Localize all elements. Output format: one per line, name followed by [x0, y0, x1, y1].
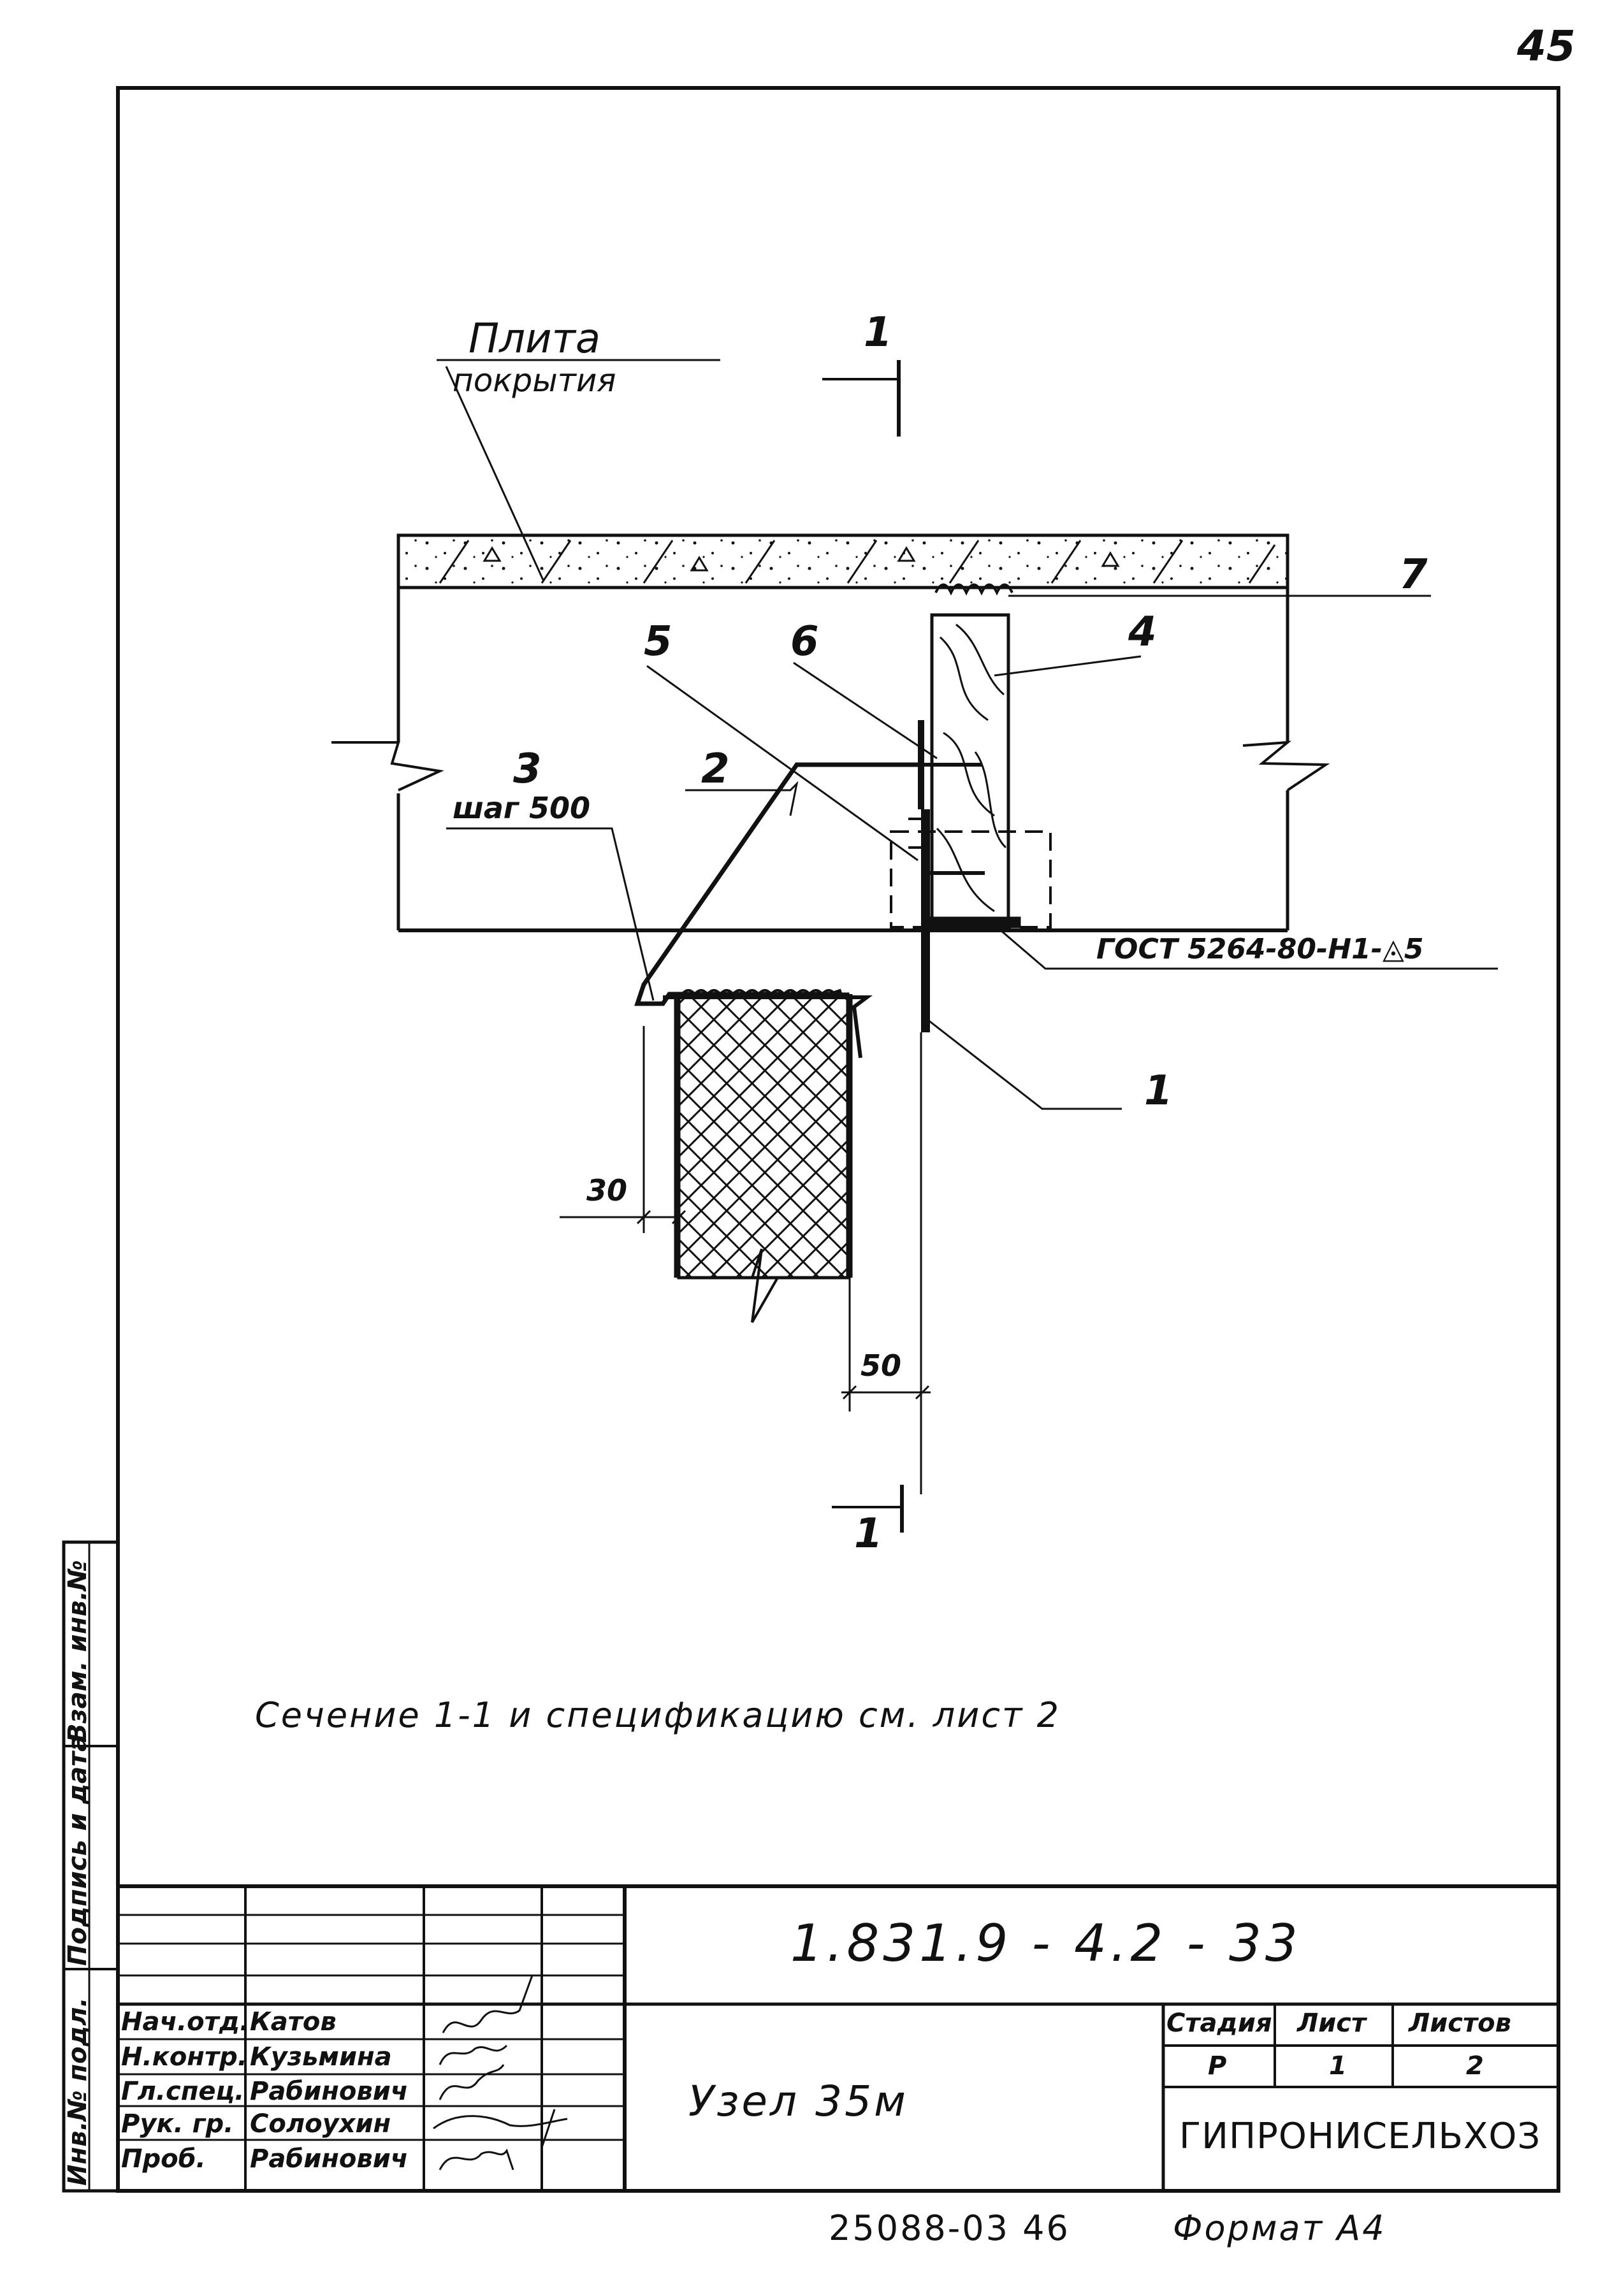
item-1-label: 1 — [1144, 1067, 1173, 1115]
item-4-label: 4 — [1128, 609, 1157, 656]
sandwich-panel — [663, 989, 873, 1323]
drawing-title: Узел 35м — [688, 2077, 908, 2126]
item-6-label: 6 — [790, 618, 819, 665]
name-2: Рабинович — [250, 2077, 409, 2106]
plate-label-line2: покрытия — [453, 362, 616, 399]
weld-note: ГОСТ 5264-80-Н1-◬5 — [1096, 933, 1424, 965]
signatures — [433, 1975, 568, 2170]
section-label-top: 1 — [864, 309, 892, 356]
beam — [331, 588, 1330, 932]
role-0: Нач.отд. — [121, 2007, 250, 2037]
sheets-header: Листов — [1409, 2009, 1511, 2038]
sheets-value: 2 — [1466, 2051, 1484, 2081]
section-note: Сечение 1-1 и спецификацию см. лист 2 — [255, 1695, 1061, 1735]
item-5-label: 5 — [644, 618, 672, 665]
roof-slab — [396, 533, 1289, 589]
paper-format: Формат А4 — [1173, 2208, 1386, 2248]
archive-number: 25088-03 46 — [829, 2208, 1070, 2248]
name-3: Солоухин — [250, 2109, 391, 2139]
item-2-label: 2 — [701, 746, 730, 793]
item-3-label: 3 — [513, 746, 542, 793]
sheet-header: Лист — [1297, 2009, 1367, 2038]
item-3-step-label: шаг 500 — [453, 791, 590, 825]
name-4: Рабинович — [250, 2144, 409, 2174]
role-4: Проб. — [121, 2144, 206, 2174]
dimension-30: 30 — [586, 1173, 628, 1208]
wood-bar — [930, 583, 1013, 929]
name-0: Катов — [250, 2007, 337, 2037]
dimension-50: 50 — [860, 1348, 902, 1383]
plate-label-line1: Плита — [468, 315, 601, 363]
title-block-grid — [118, 1884, 1558, 2191]
role-1: Н.контр. — [121, 2042, 247, 2072]
stamp-inv-original: Инв.№ подл. — [63, 1997, 92, 2186]
stamp-sign-date: Подпись и дата — [63, 1734, 92, 1966]
stamp-inv-replace: Взам. инв.№ — [63, 1560, 92, 1743]
section-marks — [822, 360, 922, 1533]
name-1: Кузьмина — [250, 2042, 392, 2072]
document-code: 1.831.9 - 4.2 - 33 — [790, 1914, 1302, 1973]
item-7-label: 7 — [1399, 551, 1428, 598]
section-label-bottom: 1 — [854, 1510, 883, 1557]
stage-value: Р — [1208, 2051, 1227, 2081]
dimensions — [560, 1026, 931, 1412]
leader-lines — [437, 359, 1498, 1110]
sheet-frame — [62, 86, 1560, 2193]
role-2: Гл.спец. — [121, 2077, 245, 2106]
role-3: Рук. гр. — [121, 2109, 234, 2139]
stage-header: Стадия — [1166, 2009, 1272, 2038]
page-number: 45 — [1517, 22, 1576, 71]
sheet-value: 1 — [1329, 2051, 1347, 2081]
organization-name: ГИПРОНИСЕЛЬХОЗ — [1179, 2116, 1541, 2157]
